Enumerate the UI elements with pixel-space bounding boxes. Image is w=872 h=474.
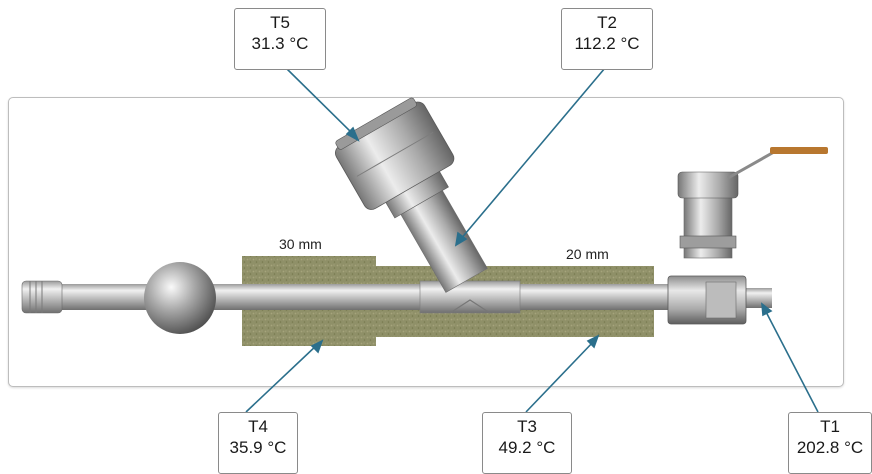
dimension-label-left: 30 mm bbox=[279, 236, 322, 252]
leader-arrow-t5 bbox=[345, 126, 360, 142]
leader-line-t4 bbox=[245, 343, 319, 413]
gate-valve bbox=[667, 147, 828, 325]
sensor-name: T2 bbox=[597, 13, 617, 32]
main-pipe bbox=[21, 280, 772, 314]
leader-arrow-t3 bbox=[586, 334, 600, 349]
sensor-label-t3: T3 49.2 °C bbox=[482, 412, 572, 474]
sensor-value: 49.2 °C bbox=[498, 438, 556, 457]
leader-arrow-t4 bbox=[310, 339, 324, 354]
sensor-label-t5: T5 31.3 °C bbox=[234, 8, 326, 70]
sensor-name: T5 bbox=[270, 13, 290, 32]
dimension-label-right: 20 mm bbox=[566, 246, 609, 262]
sensor-label-t1: T1 202.8 °C bbox=[788, 412, 872, 474]
leader-arrow-t1 bbox=[761, 302, 773, 317]
valve-handle bbox=[770, 147, 828, 154]
leader-line-t3 bbox=[525, 339, 596, 413]
sensor-value: 112.2 °C bbox=[574, 34, 640, 53]
leader-line-t2 bbox=[459, 67, 606, 241]
leader-lines bbox=[245, 67, 819, 413]
sensor-label-t2: T2 112.2 °C bbox=[561, 8, 653, 70]
sensor-name: T1 bbox=[820, 417, 840, 436]
sensor-name: T3 bbox=[517, 417, 537, 436]
leader-arrow-t2 bbox=[454, 231, 468, 247]
sensor-value: 31.3 °C bbox=[251, 34, 309, 53]
sensor-value: 202.8 °C bbox=[796, 438, 864, 457]
sensor-value: 35.9 °C bbox=[229, 438, 287, 457]
sensor-name: T4 bbox=[248, 417, 268, 436]
leader-line-t1 bbox=[763, 307, 819, 413]
spherical-tank bbox=[144, 262, 216, 334]
leader-line-t5 bbox=[285, 67, 356, 137]
sensor-label-t4: T4 35.9 °C bbox=[218, 412, 298, 474]
